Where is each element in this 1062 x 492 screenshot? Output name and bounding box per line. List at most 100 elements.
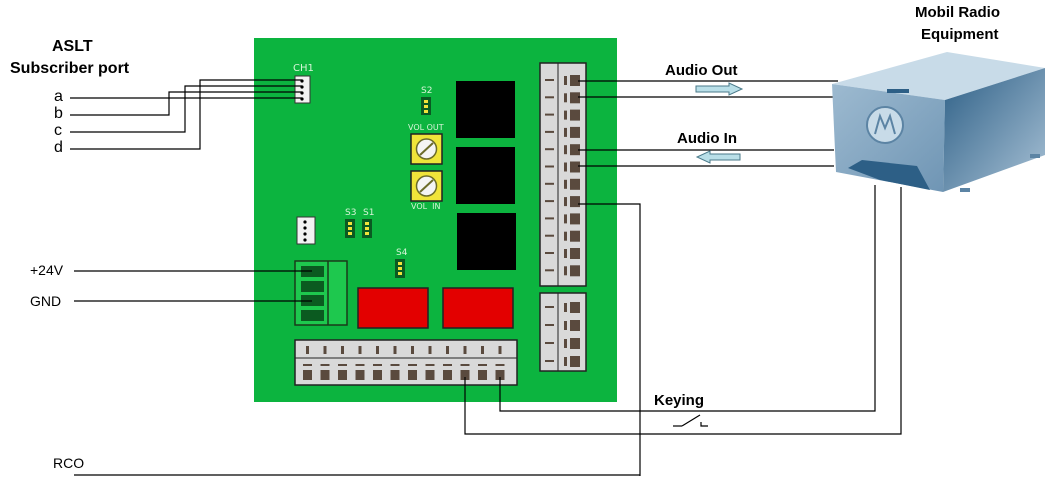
pin-top (564, 357, 567, 366)
audio-in-label: Audio In (677, 130, 737, 147)
ic-3 (457, 213, 516, 270)
pin-top (564, 249, 567, 258)
pin-bar (545, 360, 554, 362)
jumper-s1[interactable] (362, 219, 372, 238)
pin-square (570, 161, 580, 173)
pin-square (570, 248, 580, 259)
pin-square (320, 370, 330, 380)
pin-square (570, 265, 580, 277)
pin-bar (408, 364, 417, 366)
audio-out-arrow-icon (695, 82, 744, 96)
pin-square (570, 302, 580, 313)
radio-title-line1: Mobil Radio (915, 4, 1000, 21)
keying-wires (464, 185, 902, 435)
pin-top (341, 346, 344, 354)
s1-label: S1 (363, 208, 375, 218)
motorola-logo-icon (866, 106, 904, 144)
pin-square (478, 370, 487, 380)
power-wires (74, 270, 312, 302)
power-terminal (294, 260, 348, 326)
pin-top (446, 346, 449, 354)
pin-top (564, 127, 567, 137)
pin-bar (545, 269, 554, 272)
pin-top (428, 346, 432, 354)
pin-square (495, 370, 505, 380)
subscriber-wires (70, 79, 302, 150)
line-b-label: b (54, 105, 63, 122)
pin-square (570, 196, 580, 208)
keying-switch-icon (673, 414, 708, 427)
pin-square (570, 356, 580, 367)
pin-top (564, 197, 567, 207)
pin-square (570, 144, 580, 156)
pin-bar (545, 148, 554, 151)
pot-vol-out[interactable] (410, 133, 443, 165)
jumper-s4[interactable] (395, 259, 405, 278)
pin-top (481, 346, 484, 354)
ic-2 (456, 147, 515, 204)
pin-bar (545, 96, 554, 99)
pin-bar (478, 364, 487, 366)
pin-square (570, 92, 580, 104)
pin-square (338, 370, 347, 380)
pin-square (303, 370, 312, 380)
aslt-title-line1: ASLT (52, 38, 93, 55)
pin-top (411, 346, 414, 354)
jumper-s2[interactable] (421, 97, 431, 115)
pin-bar (545, 200, 554, 203)
pin-top (564, 266, 567, 276)
ch1-label: CH1 (293, 63, 314, 74)
pin-bar (460, 364, 470, 366)
pin-bar (373, 364, 382, 366)
ic-1 (456, 81, 515, 138)
pin-square (373, 370, 382, 380)
pin-square (570, 213, 580, 225)
pin-bar (495, 364, 505, 366)
pin-bar (303, 364, 312, 366)
relay-2 (442, 287, 514, 329)
aux-connector (296, 216, 316, 245)
pin-top (564, 110, 567, 120)
audio-in-arrow-icon (695, 150, 741, 164)
pin-square (570, 338, 580, 349)
pin-square (355, 370, 365, 380)
plus24v-label: +24V (30, 262, 64, 278)
pin-bar (545, 252, 554, 254)
pin-square (570, 320, 580, 331)
pin-top (564, 321, 567, 330)
right-connector-small (539, 292, 587, 372)
pot-vol-in[interactable] (410, 170, 443, 202)
pin-square (443, 370, 452, 380)
pin-top (564, 93, 567, 103)
pin-square (408, 370, 417, 380)
gnd-label: GND (30, 293, 62, 309)
pin-bar (390, 364, 400, 366)
jumper-s3[interactable] (345, 219, 355, 238)
pin-bar (545, 182, 554, 185)
s4-label: S4 (396, 248, 408, 258)
aslt-title-line2: Subscriber port (10, 60, 130, 77)
pin-square (570, 75, 580, 86)
pin-square (570, 230, 580, 242)
pin-top (463, 346, 467, 354)
pin-top (306, 346, 309, 354)
line-a-label: a (54, 88, 63, 105)
s2-label: S2 (421, 86, 433, 96)
pin-bar (545, 217, 554, 220)
pin-top (564, 179, 567, 189)
pin-top (564, 339, 567, 348)
pin-bar (425, 364, 435, 366)
pin-bar (545, 130, 554, 133)
pin-bar (443, 364, 452, 366)
line-d-label: d (54, 139, 63, 156)
pin-top (498, 346, 502, 354)
pin-bar (545, 324, 554, 326)
pin-top (376, 346, 379, 354)
pin-top (564, 145, 567, 155)
pin-top (393, 346, 397, 354)
rco-label: RCO (53, 455, 85, 471)
pin-bar (355, 364, 365, 366)
pin-bar (545, 234, 554, 237)
pin-square (425, 370, 435, 380)
mobile-radio-image[interactable] (832, 52, 1045, 192)
